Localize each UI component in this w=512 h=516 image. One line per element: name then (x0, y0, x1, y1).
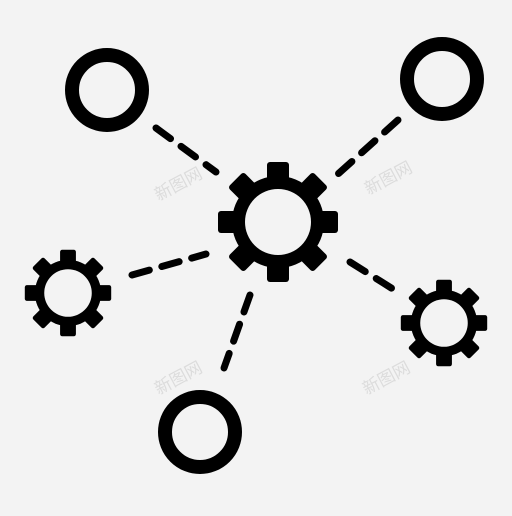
connector-line-top-left (152, 124, 220, 176)
bottom-node-icon (158, 390, 242, 474)
connector-line-right (346, 258, 400, 295)
top-right-node-icon (400, 37, 484, 121)
right-gear-icon (400, 279, 488, 367)
center-gear-icon (218, 162, 338, 282)
connector-line-top-right (334, 116, 402, 178)
left-gear-icon (24, 249, 112, 337)
connector-line-left (128, 250, 210, 279)
connector-line-bottom (220, 291, 254, 372)
top-left-node-icon (65, 48, 149, 132)
